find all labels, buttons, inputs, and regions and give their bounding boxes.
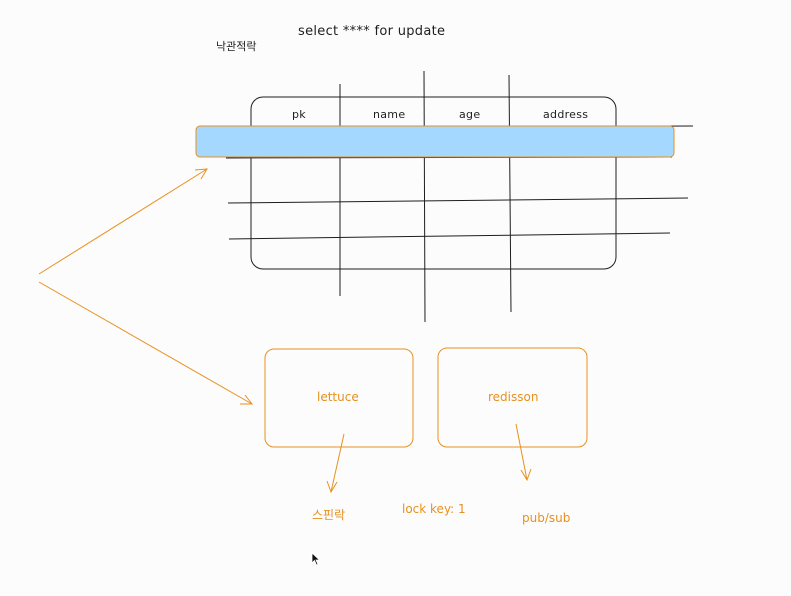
table-column-divider [508, 74, 512, 313]
column-header-age: age [459, 108, 481, 121]
lettuce-label: lettuce [317, 390, 359, 404]
arrowhead-icon [194, 168, 208, 180]
arrow-to-lettuce [38, 281, 253, 405]
arrow-to-row [38, 168, 208, 275]
arrowhead-icon [520, 468, 532, 482]
lock-key-label: lock key: 1 [402, 502, 466, 516]
arrow-redisson-pubsub [515, 423, 528, 481]
column-header-name: name [373, 108, 406, 121]
arrowhead-icon [240, 394, 254, 405]
arrow-lettuce-spinlock [330, 433, 345, 493]
pub-sub-label: pub/sub [522, 511, 571, 525]
table-row-divider [228, 232, 671, 240]
column-header-address: address [543, 108, 589, 121]
redisson-box [437, 347, 588, 448]
highlighted-row [195, 125, 675, 158]
table-column-divider [423, 70, 426, 323]
table-row-divider [227, 197, 689, 204]
arrowhead-icon [326, 480, 338, 494]
lettuce-box [264, 348, 414, 448]
spin-lock-label: 스핀락 [312, 508, 346, 522]
table-outline [250, 96, 617, 270]
diagram-title: select **** for update [298, 24, 446, 39]
redisson-label: redisson [488, 390, 539, 404]
mouse-cursor-icon [311, 552, 321, 566]
optimistic-lock-note: 낙관적락 [216, 40, 257, 53]
column-header-pk: pk [292, 108, 306, 121]
